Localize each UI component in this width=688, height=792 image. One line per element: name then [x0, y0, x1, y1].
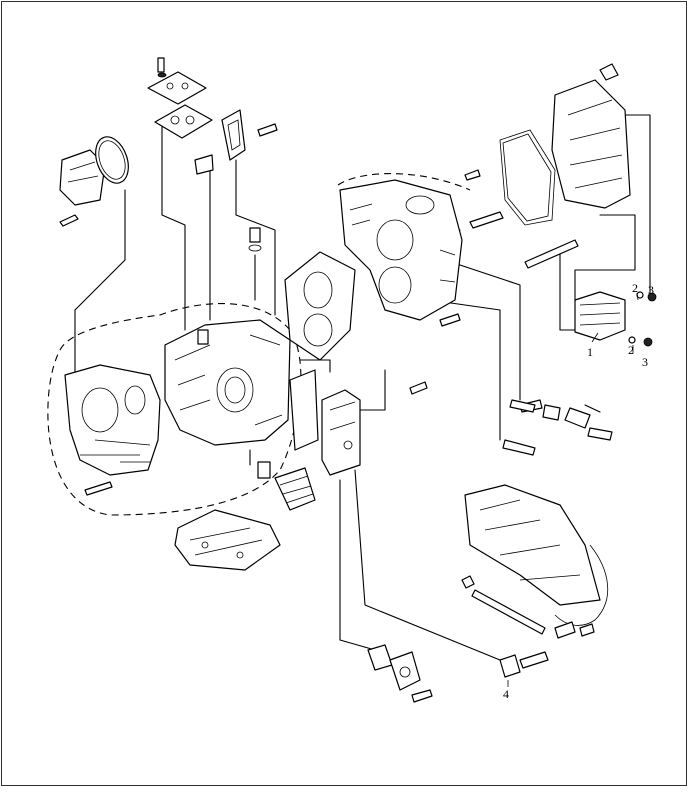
fuel-pump-cover — [59, 136, 129, 227]
crankcase-assembly-boundary — [47, 303, 302, 516]
callout-2-upper: 2 — [632, 281, 638, 295]
leader-lines — [74, 114, 651, 661]
callout-4: 4 — [503, 687, 509, 701]
hose-fittings — [499, 621, 595, 678]
thermostat-cover — [367, 644, 433, 703]
crankcase — [64, 364, 161, 496]
callout-2-lower: 2 — [628, 343, 634, 357]
bracket — [194, 109, 278, 175]
cylinder-head-cover — [551, 63, 631, 209]
head-gasket — [284, 251, 356, 361]
callout-1: 1 — [587, 345, 593, 359]
spark-plugs — [502, 399, 613, 456]
exhaust-cover — [289, 369, 361, 476]
oil-filter — [257, 461, 316, 511]
head-cover-gasket — [499, 129, 556, 226]
oil-pan — [174, 509, 281, 571]
rectifier-regulator — [574, 291, 657, 347]
cylinder-head — [337, 173, 471, 321]
drain-plug — [248, 227, 262, 252]
cylinder-block — [164, 319, 291, 446]
callouts: 1 2 2 3 3 4 — [503, 281, 654, 701]
callout-3-upper: 3 — [648, 283, 654, 297]
anode-plate — [147, 57, 213, 139]
water-hose — [461, 575, 546, 635]
callout-3-lower: 3 — [642, 355, 648, 369]
lower-bracket — [464, 484, 609, 626]
